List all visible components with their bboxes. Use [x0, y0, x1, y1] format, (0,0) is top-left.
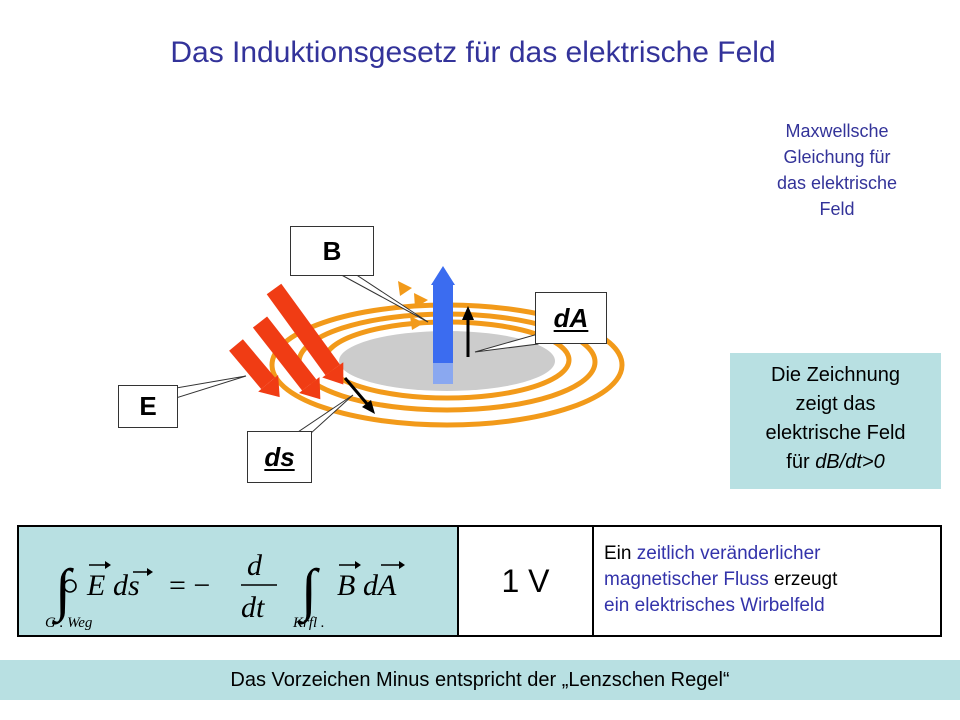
e-field-arrow	[266, 283, 344, 385]
callout-pointer-e	[175, 375, 247, 399]
ds-vector	[343, 377, 370, 406]
equation-table: ∫ G . Weg E ds = − d dt ∫ Krfl .	[17, 525, 942, 637]
ring-arrowhead	[398, 281, 412, 296]
eq-e: E	[86, 569, 105, 602]
eq-equals-minus: = −	[169, 569, 210, 602]
maxwell-note: Maxwellsche Gleichung für das elektrisch…	[776, 121, 898, 219]
e-field-arrow	[252, 316, 321, 400]
ds-arrowhead	[362, 400, 375, 414]
footer-note: Das Vorzeichen Minus entspricht der „Len…	[0, 660, 960, 700]
b-field-stem-lower	[433, 360, 453, 384]
b-field-stem	[433, 283, 453, 363]
lower-limit-right: Krfl .	[292, 615, 325, 631]
unit-cell: 1 V	[459, 527, 594, 635]
b-field-arrowhead	[431, 266, 455, 285]
eq-b: B	[337, 569, 355, 602]
description-cell: Ein zeitlich veränderlicher magnetischer…	[594, 527, 940, 635]
svg-text:∫: ∫	[297, 557, 320, 625]
equation-cell: ∫ G . Weg E ds = − d dt ∫ Krfl .	[19, 527, 459, 635]
label-da: dA	[535, 292, 607, 344]
eq-ds: ds	[113, 569, 140, 602]
ring-arrowhead	[414, 293, 428, 308]
ring-arrowhead	[410, 316, 424, 330]
svg-text:∫: ∫	[51, 557, 74, 625]
lower-limit-left: G . Weg	[45, 615, 93, 631]
dA-arrowhead	[462, 306, 474, 320]
drawing-note: Die Zeichnung zeigt das elektrische Feld…	[730, 353, 941, 489]
induction-equation: ∫ G . Weg E ds = − d dt ∫ Krfl .	[45, 549, 405, 631]
label-b: B	[290, 226, 374, 276]
label-e: E	[118, 385, 178, 428]
eq-da: dA	[363, 569, 397, 602]
page-title: Das Induktionsgesetz für das elektrische…	[170, 36, 776, 69]
induction-diagram	[175, 266, 625, 435]
eq-dt: dt	[241, 591, 265, 624]
label-ds: ds	[247, 431, 312, 483]
closed-loop-circle	[63, 579, 77, 593]
eq-d: d	[247, 549, 263, 582]
e-field-arrow	[229, 339, 280, 398]
